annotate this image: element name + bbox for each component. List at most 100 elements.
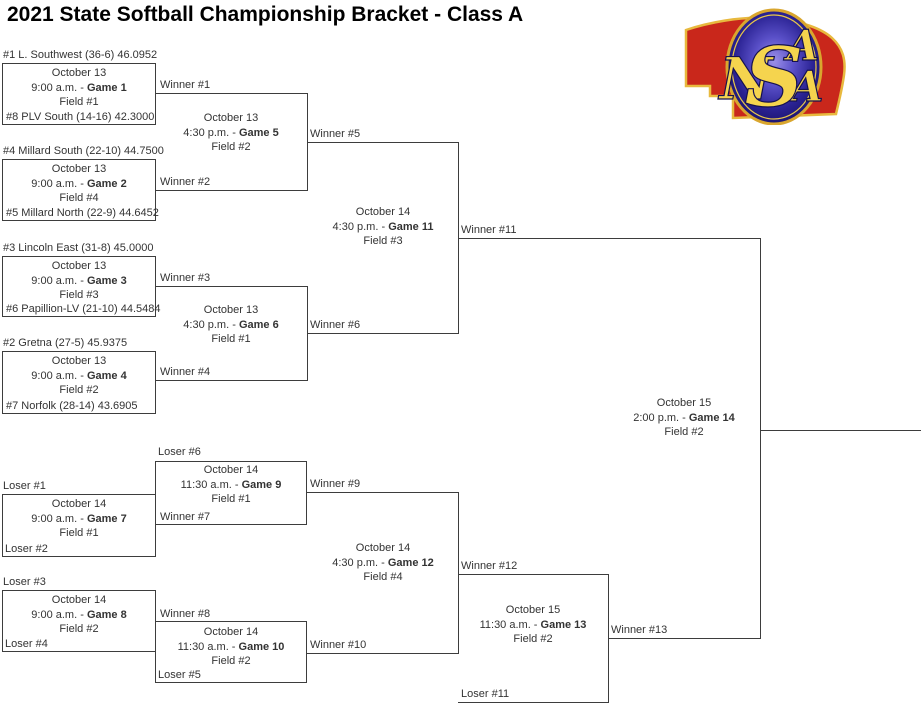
connector-label-loser-6: Loser #6 bbox=[158, 446, 201, 458]
page-title: 2021 State Softball Championship Bracket… bbox=[7, 3, 524, 26]
game-date: October 14 bbox=[203, 464, 259, 476]
game-field: Field #2 bbox=[59, 623, 99, 635]
game-field: Field #4 bbox=[363, 571, 403, 583]
game-date: October 14 bbox=[355, 206, 411, 218]
winner-10-line bbox=[307, 653, 458, 654]
game-number: Game 3 bbox=[86, 274, 127, 287]
winner-6-line bbox=[307, 333, 458, 334]
game-4-info: October 13 9:00 a.m. - Game 4 Field #2 bbox=[9, 354, 149, 398]
game-field: Field #2 bbox=[211, 655, 251, 667]
winner-13-line bbox=[608, 638, 760, 639]
winner-2-line bbox=[156, 190, 307, 191]
game-number: Game 14 bbox=[688, 411, 735, 424]
connector-label-loser-3: Loser #3 bbox=[3, 576, 46, 588]
winner-9-line bbox=[307, 492, 458, 493]
game-time-text: 2:00 p.m. - bbox=[633, 411, 689, 424]
logo-letter-n: N bbox=[717, 45, 774, 113]
connector-label-winner-13: Winner #13 bbox=[611, 624, 668, 636]
game-field: Field #3 bbox=[59, 289, 99, 301]
connector-label-winner-12: Winner #12 bbox=[461, 560, 518, 572]
game-12-info: October 14 4:30 p.m. - Game 12 Field #4 bbox=[313, 541, 453, 585]
game-number: Game 7 bbox=[86, 512, 127, 525]
game-13-info: October 15 11:30 a.m. - Game 13 Field #2 bbox=[463, 603, 603, 647]
game-3-box bbox=[2, 256, 156, 317]
game-number: Game 8 bbox=[86, 608, 127, 621]
game-field: Field #4 bbox=[59, 192, 99, 204]
game-time-text: 9:00 a.m. - bbox=[31, 512, 87, 525]
game-number: Game 2 bbox=[86, 177, 127, 190]
connector-label-winner-6: Winner #6 bbox=[310, 319, 361, 331]
game-time-text: 11:30 a.m. - bbox=[180, 478, 242, 491]
team-label-seed-7: #7 Norfolk (28-14) 43.6905 bbox=[6, 400, 138, 412]
connector-label-loser-11: Loser #11 bbox=[461, 688, 510, 700]
game-1-box bbox=[2, 63, 156, 125]
game-field: Field #3 bbox=[363, 235, 403, 247]
winner-12-line bbox=[458, 574, 608, 575]
game-date: October 13 bbox=[51, 355, 107, 367]
game-field: Field #2 bbox=[59, 384, 99, 396]
game-time: 9:00 a.m. - Game 7 bbox=[9, 512, 149, 527]
game-10-box bbox=[155, 621, 307, 683]
loser-11-line bbox=[458, 702, 608, 703]
winner-1-line bbox=[156, 93, 307, 94]
winner-3-line bbox=[156, 286, 307, 287]
connector-label-loser-5: Loser #5 bbox=[158, 669, 201, 681]
game-time-text: 9:00 a.m. - bbox=[31, 274, 87, 287]
game-time: 11:30 a.m. - Game 10 bbox=[161, 640, 301, 655]
game-number: Game 9 bbox=[241, 478, 282, 491]
game-field: Field #2 bbox=[664, 426, 704, 438]
game-date: October 15 bbox=[656, 397, 712, 409]
team-label-seed-4: #4 Millard South (22-10) 44.7500 bbox=[3, 145, 164, 157]
game-date: October 14 bbox=[203, 626, 259, 638]
game-time-text: 11:30 a.m. - bbox=[479, 618, 541, 631]
game-time: 11:30 a.m. - Game 13 bbox=[463, 618, 603, 633]
game-field: Field #2 bbox=[211, 141, 251, 153]
game-field: Field #2 bbox=[513, 633, 553, 645]
game-time-text: 9:00 a.m. - bbox=[31, 177, 87, 190]
game-date: October 13 bbox=[203, 112, 259, 124]
connector-label-winner-4: Winner #4 bbox=[160, 366, 211, 378]
game-8-info: October 14 9:00 a.m. - Game 8 Field #2 bbox=[9, 593, 149, 637]
connector-label-winner-11: Winner #11 bbox=[461, 224, 517, 236]
game-6-info: October 13 4:30 p.m. - Game 6 Field #1 bbox=[161, 303, 301, 347]
game-date: October 14 bbox=[51, 498, 107, 510]
logo-letter-a2: A bbox=[787, 62, 824, 111]
team-label-seed-5: #5 Millard North (22-9) 44.6452 bbox=[6, 207, 159, 219]
game-time: 9:00 a.m. - Game 2 bbox=[9, 177, 149, 192]
game-number: Game 6 bbox=[238, 318, 279, 331]
game-time: 9:00 a.m. - Game 3 bbox=[9, 274, 149, 289]
game-time: 4:30 p.m. - Game 12 bbox=[313, 556, 453, 571]
connector-label-loser-4: Loser #4 bbox=[5, 638, 48, 650]
game-field: Field #1 bbox=[211, 333, 251, 345]
game-number: Game 12 bbox=[387, 556, 434, 569]
game-14-right-line bbox=[760, 238, 761, 639]
game-2-info: October 13 9:00 a.m. - Game 2 Field #4 bbox=[9, 162, 149, 206]
game-3-info: October 13 9:00 a.m. - Game 3 Field #3 bbox=[9, 259, 149, 303]
game-time: 2:00 p.m. - Game 14 bbox=[614, 411, 754, 426]
game-time-text: 4:30 p.m. - bbox=[332, 220, 389, 233]
game-7-box bbox=[2, 494, 156, 557]
game-number: Game 5 bbox=[238, 126, 279, 139]
winner-11-line bbox=[458, 238, 760, 239]
game-14-info: October 15 2:00 p.m. - Game 14 Field #2 bbox=[614, 396, 754, 440]
team-label-seed-1: #1 L. Southwest (36-6) 46.0952 bbox=[3, 49, 158, 61]
game-time: 4:30 p.m. - Game 6 bbox=[161, 318, 301, 333]
game-4-box bbox=[2, 351, 156, 414]
game-field: Field #1 bbox=[59, 527, 99, 539]
game-5-info: October 13 4:30 p.m. - Game 5 Field #2 bbox=[161, 111, 301, 155]
connector-label-winner-7: Winner #7 bbox=[160, 511, 211, 523]
game-time: 9:00 a.m. - Game 8 bbox=[9, 608, 149, 623]
game-number: Game 1 bbox=[86, 81, 127, 94]
game-time-text: 9:00 a.m. - bbox=[31, 369, 87, 382]
nsaa-logo: N A A S bbox=[684, 8, 846, 125]
game-date: October 14 bbox=[51, 594, 107, 606]
connector-label-winner-8: Winner #8 bbox=[160, 608, 211, 620]
game-date: October 15 bbox=[505, 604, 561, 616]
game-time: 11:30 a.m. - Game 9 bbox=[161, 478, 301, 493]
game-number: Game 10 bbox=[238, 640, 285, 653]
game-9-info: October 14 11:30 a.m. - Game 9 Field #1 bbox=[161, 463, 301, 507]
game-time-text: 4:30 p.m. - bbox=[183, 318, 239, 331]
champion-line bbox=[760, 430, 921, 431]
connector-label-winner-3: Winner #3 bbox=[160, 272, 211, 284]
